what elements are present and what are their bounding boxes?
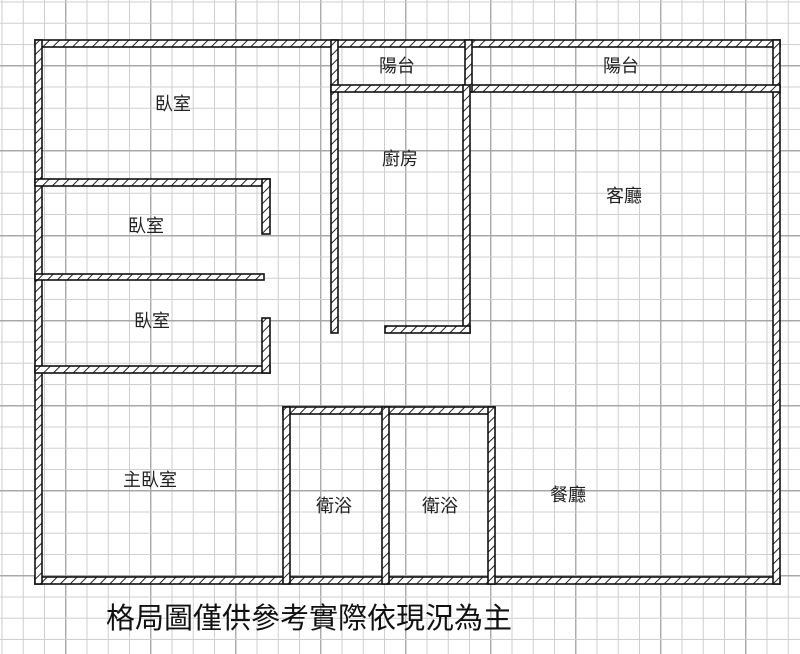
room-label-master-bedroom: 主臥室 (123, 470, 177, 491)
room-label-dining-room: 餐廳 (550, 485, 586, 506)
wall (282, 406, 291, 585)
wall (34, 273, 265, 281)
room-label-bathroom-2: 衛浴 (422, 496, 458, 517)
room-label-kitchen: 廚房 (382, 148, 418, 170)
wall (261, 178, 271, 235)
walls (34, 39, 781, 585)
wall (34, 365, 271, 374)
room-label-balcony-2: 陽台 (603, 56, 639, 77)
wall (487, 406, 496, 585)
wall (330, 84, 781, 93)
disclaimer-text: 格局圖僅供參考實際依現況為主 (106, 601, 512, 635)
wall (34, 178, 271, 187)
room-label-bedroom-2: 臥室 (128, 216, 164, 237)
wall (34, 576, 781, 585)
wall (772, 39, 781, 585)
wall (381, 406, 390, 585)
room-label-balcony-1: 陽台 (379, 56, 415, 77)
wall (384, 325, 471, 334)
wall (261, 317, 271, 374)
room-label-living-room: 客廳 (606, 186, 642, 207)
room-label-bedroom-1: 臥室 (155, 94, 191, 115)
room-label-bedroom-3: 臥室 (134, 311, 170, 332)
wall (34, 39, 781, 48)
wall (34, 39, 43, 585)
wall (330, 39, 339, 334)
wall (462, 84, 471, 334)
room-label-bathroom-1: 衛浴 (316, 496, 352, 517)
